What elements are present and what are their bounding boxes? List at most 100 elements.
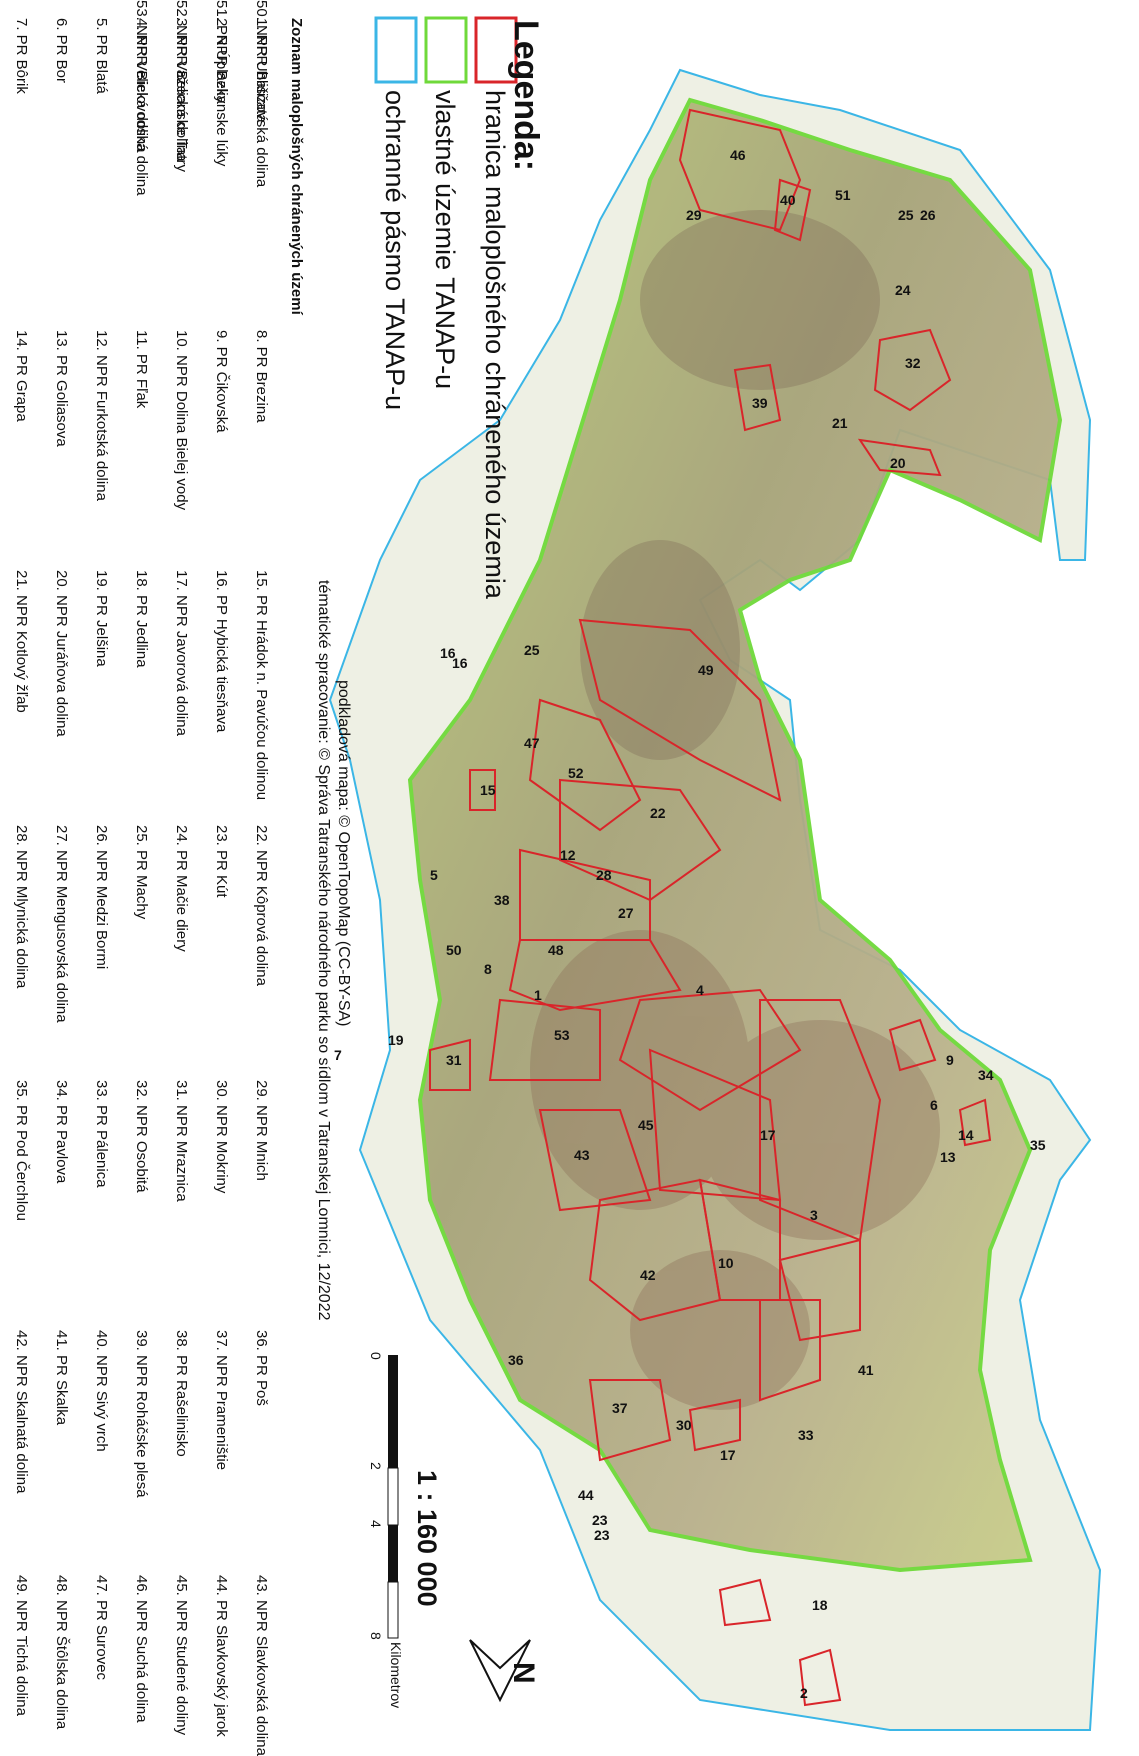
area-label: 39: [752, 395, 768, 411]
area-label: 22: [650, 805, 666, 821]
list-item: 13. PR Goliasova: [53, 330, 70, 447]
area-label: 43: [574, 1147, 590, 1163]
list-item: 41. PR Skalka: [53, 1330, 70, 1426]
list-item: 45. NPR Studené doliny: [173, 1575, 190, 1736]
list-item: 49. NPR Tichá dolina: [13, 1575, 30, 1716]
list-item: 51. PR Úplazky: [213, 0, 230, 104]
list-item: 53. NPR Velická dolina: [133, 0, 150, 153]
area-label: 23: [594, 1527, 610, 1543]
legend-title: Legenda:: [507, 20, 545, 172]
list-item: 27. NPR Mengusovská dolina: [53, 825, 70, 1023]
list-item: 20. NPR Juráňova dolina: [53, 570, 70, 737]
area-label: 48: [548, 942, 564, 958]
list-item: 14. PR Grapa: [13, 330, 30, 422]
area-label: 41: [858, 1362, 874, 1378]
list-item: 48. NPR Štôlska dolina: [53, 1575, 70, 1730]
list-item: 33. PR Pálenica: [93, 1080, 110, 1188]
scale-ratio: 1 : 160 000: [412, 1470, 442, 1607]
list-item: 5. PR Blatá: [93, 18, 110, 94]
area-label: 18: [812, 1597, 828, 1613]
area-label: 15: [480, 782, 496, 798]
legend-item-buffer: ochranné pásmo TANAP-u: [380, 90, 410, 411]
area-label: 33: [798, 1427, 814, 1443]
area-label: 45: [638, 1117, 654, 1133]
area-label: 17: [720, 1447, 736, 1463]
list-item: 42. NPR Skalnatá dolina: [13, 1330, 30, 1494]
list-item: 30. NPR Mokriny: [213, 1080, 230, 1194]
list-item: 37. NPR Prameništie: [213, 1330, 230, 1471]
list-item: 12. NPR Furkotská dolina: [93, 330, 110, 501]
protected-area-boundaries: [429, 108, 992, 1707]
list-item: 19. PR Jelšina: [93, 570, 110, 667]
list-item: 43. NPR Slavkovská dolina: [253, 1575, 270, 1756]
list-item: 46. NPR Suchá dolina: [133, 1575, 150, 1723]
list-item: 17. NPR Javorová dolina: [173, 570, 190, 736]
scale-tick-0: 0: [368, 1352, 384, 1360]
scale-bar: [387, 1355, 399, 1639]
list-item: 44. PR Slavkovský jarok: [213, 1575, 230, 1737]
list-item: 10. NPR Dolina Bielej vody: [173, 330, 190, 511]
area-label: 37: [612, 1400, 628, 1416]
list-title: Zoznam maloplošných chránených území: [288, 18, 305, 315]
list-item: 9. PR Čikovská: [213, 330, 230, 433]
area-label: 19: [388, 1032, 404, 1048]
area-label: 14: [958, 1127, 974, 1143]
north-label: N: [507, 1662, 540, 1684]
park-territory-fill: [407, 97, 1063, 1573]
area-label: 42: [640, 1267, 656, 1283]
area-label: 6: [930, 1097, 938, 1113]
area-label: 10: [718, 1255, 734, 1271]
area-label: 49: [698, 662, 714, 678]
legend-swatches: [374, 16, 518, 84]
area-label: 25: [524, 642, 540, 658]
list-item: 31. NPR Mraznica: [173, 1080, 190, 1202]
area-label: 26: [920, 207, 936, 223]
area-label: 52: [568, 765, 584, 781]
area-label: 28: [596, 867, 612, 883]
list-item: 39. NPR Roháčske plesá: [133, 1330, 150, 1498]
list-item: 34. PR Pavlova: [53, 1080, 70, 1184]
list-item: 36. PR Poš: [253, 1330, 270, 1406]
credit-basemap: podkladová mapa: © OpenTopoMap (CC-BY-SA…: [335, 680, 352, 1027]
list-item: 29. NPR Mnich: [253, 1080, 270, 1181]
area-labels: 46 40 51 25 26 29 24 32 39 21 20 49 25 1…: [334, 147, 1046, 1701]
list-item: 18. PR Jedlina: [133, 570, 150, 668]
list-item: 23. PR Kút: [213, 825, 230, 898]
legend-swatch-park: [424, 16, 468, 84]
list-item: 8. PR Brezina: [253, 330, 270, 423]
area-label: 17: [760, 1127, 776, 1143]
scale-unit: Kilometrov: [388, 1642, 404, 1709]
legend-item-boundary: hranica maloplošného chráneného územia: [480, 90, 510, 599]
area-label: 4: [696, 982, 704, 998]
area-label: 25: [898, 207, 914, 223]
legend-swatch-buffer: [374, 16, 418, 84]
area-label: 36: [508, 1352, 524, 1368]
list-item: 47. PR Surovec: [93, 1575, 110, 1681]
area-label: 9: [946, 1052, 954, 1068]
area-label: 29: [686, 207, 702, 223]
area-label: 16: [452, 655, 468, 671]
list-item: 21. NPR Kotlový žľab: [13, 570, 30, 713]
area-label: 34: [978, 1067, 994, 1083]
list-item: 15. PR Hrádok n. Pavúčou dolinou: [253, 570, 270, 801]
area-label: 32: [905, 355, 921, 371]
list-item: 16. PP Hybická tiesňava: [213, 570, 230, 733]
list-item: 11. PR Fľak: [133, 330, 150, 409]
credit-thematic: tématické spracovanie: © Správa Tatransk…: [315, 580, 332, 1321]
list-item: 35. PR Pod Čerchlou: [13, 1080, 30, 1221]
area-label: 40: [780, 192, 796, 208]
area-label: 12: [560, 847, 576, 863]
area-label: 2: [800, 1685, 808, 1701]
area-label: 23: [592, 1512, 608, 1528]
list-item: 24. PR Mačie diery: [173, 825, 190, 952]
area-label: 20: [890, 455, 906, 471]
area-label: 27: [618, 905, 634, 921]
area-label: 3: [810, 1207, 818, 1223]
list-item: 25. PR Machy: [133, 825, 150, 920]
legend-item-park: vlastné územie TANAP-u: [430, 90, 460, 390]
area-label: 7: [334, 1047, 342, 1063]
area-label: 47: [524, 735, 540, 751]
area-label: 21: [832, 415, 848, 431]
area-label: 38: [494, 892, 510, 908]
